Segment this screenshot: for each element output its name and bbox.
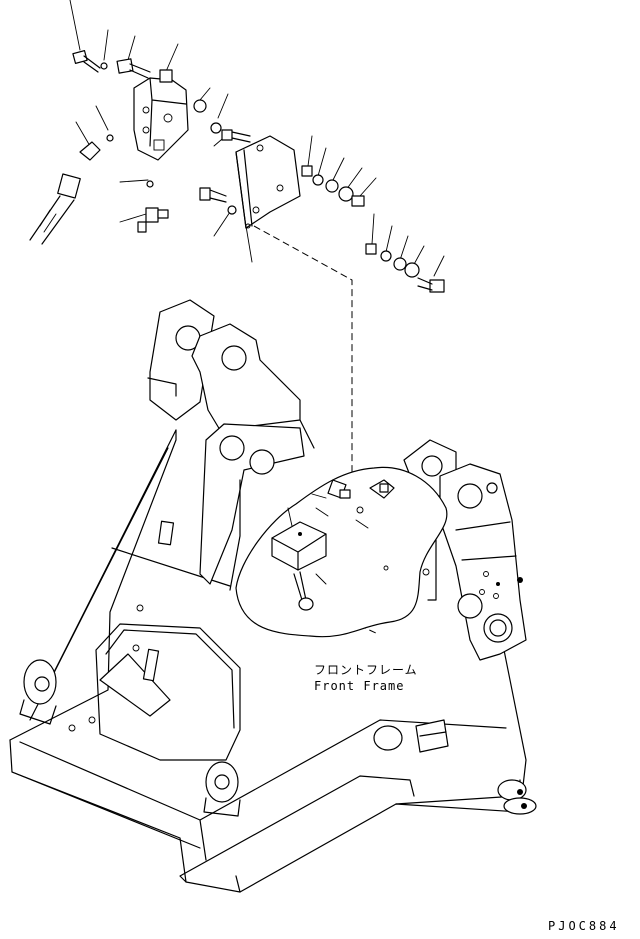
washer-part: [404, 262, 420, 278]
mount-block-part: [271, 507, 327, 585]
frame-pocket: [95, 623, 241, 761]
washer-part: [227, 205, 237, 215]
washer-part: [312, 174, 324, 186]
mounting-pad-bottom: [203, 761, 241, 817]
washer-part: [338, 186, 354, 202]
bolt-part: [221, 129, 251, 143]
fitting-part: [79, 134, 114, 161]
mounting-pad-right: [497, 779, 537, 815]
nut-part: [351, 195, 365, 207]
washer-part: [210, 122, 222, 134]
nut-part: [365, 243, 377, 255]
link-arm: [199, 423, 305, 591]
hose-part: [29, 173, 81, 245]
frame-hole: [373, 725, 403, 751]
part-name-en: Front Frame: [314, 679, 404, 693]
washer-part: [393, 257, 407, 271]
washer-part: [325, 179, 339, 193]
nut-part: [301, 165, 313, 177]
washer-part: [193, 99, 207, 113]
bolt-part: [199, 187, 227, 203]
front-frame-part: [9, 299, 537, 893]
part-name-jp: フロントフレーム: [314, 663, 418, 677]
bolt-part: [417, 277, 445, 293]
valve-assembly: [29, 0, 445, 635]
mounting-pad-left: [19, 659, 57, 725]
plate-slot: [157, 520, 175, 546]
bolt-part: [116, 58, 151, 79]
boom-lug-right: [403, 439, 527, 661]
elbow-fitting-part: [369, 479, 395, 499]
pin-bracket: [415, 719, 449, 753]
valve-block-part: [133, 69, 189, 161]
plug-part: [146, 180, 154, 188]
boom-lug-left: [147, 299, 315, 449]
washer-part: [100, 62, 108, 70]
drawing-code: PJOC884: [548, 919, 620, 933]
bolt-part: [72, 50, 101, 73]
washer-part: [380, 250, 392, 262]
bolt-part: [293, 571, 314, 611]
detail-region: [235, 466, 448, 638]
elbow-fitting-part: [137, 207, 169, 233]
bracket-plate-part: [235, 135, 301, 229]
elbow-fitting-part: [327, 479, 351, 499]
